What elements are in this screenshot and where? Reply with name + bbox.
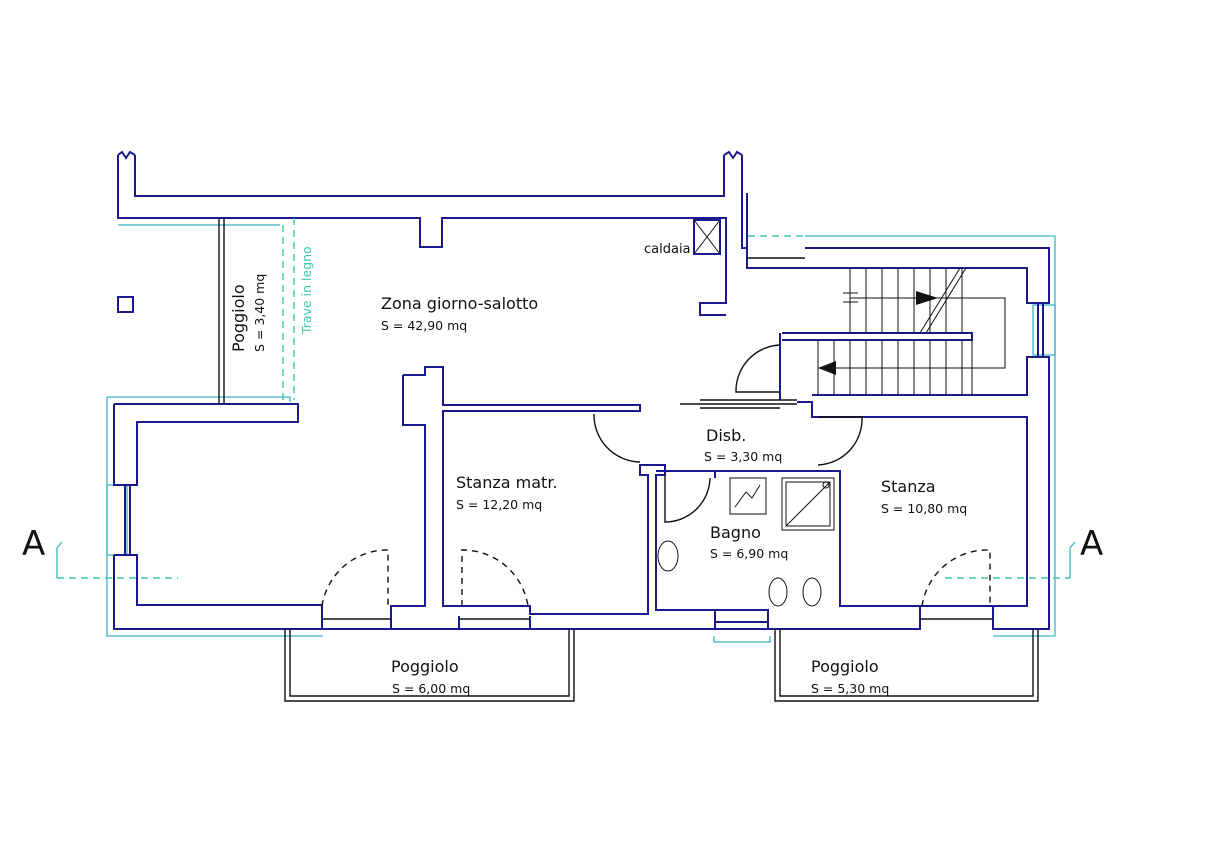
disb-name: Disb. <box>706 426 746 445</box>
label-bagno: Bagno S = 6,90 mq <box>710 523 788 561</box>
bathroom-walls <box>656 470 921 630</box>
doors <box>321 344 991 607</box>
bathroom-fixtures <box>657 477 835 607</box>
right-room-walls <box>779 247 1050 630</box>
stanza-matr-name: Stanza matr. <box>456 473 558 492</box>
label-zona-giorno: Zona giorno-salotto S = 42,90 mq <box>381 294 538 333</box>
poggiolo-front-area: S = 6,00 mq <box>392 681 470 696</box>
poggiolo-front-name: Poggiolo <box>391 657 459 676</box>
left-room-walls <box>113 403 323 630</box>
staircase <box>817 267 1006 395</box>
zona-giorno-name: Zona giorno-salotto <box>381 294 538 313</box>
label-stanza-matr: Stanza matr. S = 12,20 mq <box>456 473 558 512</box>
caldaia-label: caldaia <box>644 242 691 257</box>
disb-area: S = 3,30 mq <box>704 449 782 464</box>
back-wall <box>117 150 805 316</box>
label-trave: Trave in legno <box>299 246 314 335</box>
label-disb: Disb. S = 3,30 mq <box>704 426 782 464</box>
balcony-railings <box>218 218 1039 702</box>
stanza-area: S = 10,80 mq <box>881 501 967 516</box>
poggiolo-left-name: Poggiolo <box>229 284 248 352</box>
beam-and-sections <box>56 218 1076 579</box>
bagno-area: S = 6,90 mq <box>710 546 788 561</box>
label-poggiolo-left: Poggiolo S = 3,40 mq <box>229 274 267 352</box>
zona-giorno-area: S = 42,90 mq <box>381 318 467 333</box>
slab-outline <box>106 224 1056 643</box>
label-stanza: Stanza S = 10,80 mq <box>881 477 967 516</box>
boiler-symbol <box>693 219 721 255</box>
label-poggiolo-front: Poggiolo S = 6,00 mq <box>391 657 470 696</box>
poggiolo-left-area: S = 3,40 mq <box>252 274 267 352</box>
section-mark-right: A <box>1080 524 1103 564</box>
poggiolo-right-area: S = 5,30 mq <box>811 681 889 696</box>
trave-label: Trave in legno <box>299 246 314 335</box>
label-poggiolo-right: Poggiolo S = 5,30 mq <box>811 657 889 696</box>
bagno-name: Bagno <box>710 523 761 542</box>
stanza-matr-area: S = 12,20 mq <box>456 497 542 512</box>
section-mark-left: A <box>22 524 45 564</box>
stanza-name: Stanza <box>881 477 936 496</box>
poggiolo-right-name: Poggiolo <box>811 657 879 676</box>
